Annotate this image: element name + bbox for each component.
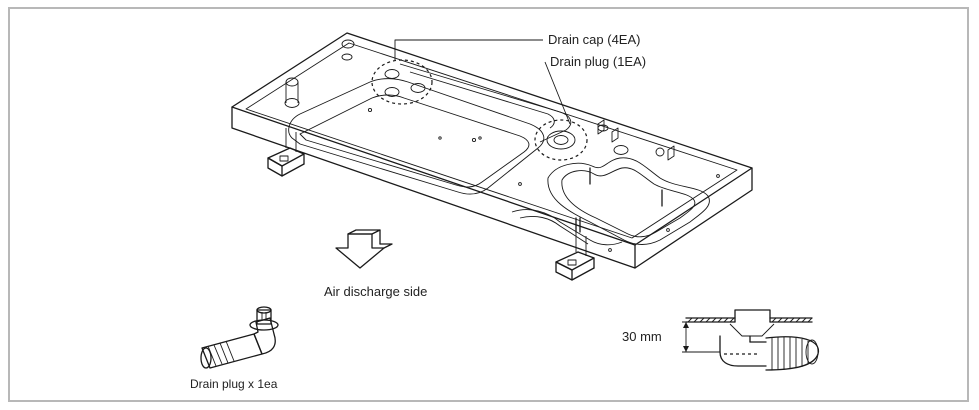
leader-lines xyxy=(394,39,571,125)
drain-plug-illustration xyxy=(200,306,279,369)
dimension-label: 30 mm xyxy=(622,329,662,344)
outline-down-arrow-icon xyxy=(335,229,393,269)
mounting-bracket-left xyxy=(267,128,305,177)
mounting-bracket-right xyxy=(555,232,595,281)
drain-cap-label: Drain cap (4EA) xyxy=(548,32,640,47)
cross-section-detail xyxy=(682,309,820,371)
drain-pan xyxy=(231,32,753,269)
drain-plug-qty-label: Drain plug x 1ea xyxy=(190,377,278,391)
diagram-frame xyxy=(8,7,969,402)
drain-plug-label: Drain plug (1EA) xyxy=(550,54,646,69)
air-discharge-label: Air discharge side xyxy=(324,284,427,299)
